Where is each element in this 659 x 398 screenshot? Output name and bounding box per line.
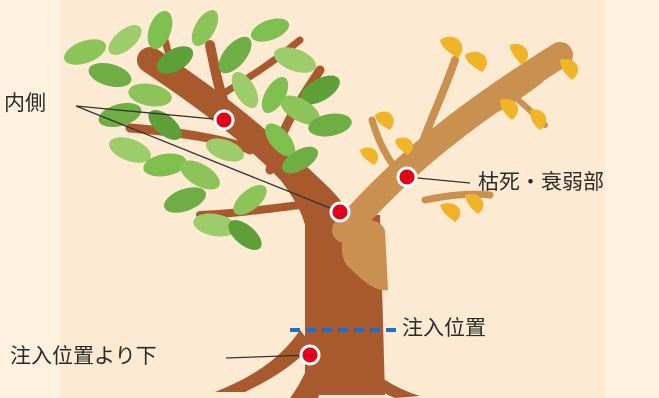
marker-below-injection <box>299 344 321 366</box>
marker-dead <box>396 166 418 188</box>
marker-inner-lower <box>329 201 351 223</box>
label-inner: 内側 <box>4 91 46 115</box>
healthy-leaves <box>63 9 352 250</box>
label-below-injection: 注入位置より下 <box>10 344 157 368</box>
dead-leaves <box>360 36 579 222</box>
leader-lines <box>75 105 471 359</box>
label-dead-weak: 枯死・衰弱部 <box>478 170 604 194</box>
marker-inner-upper <box>213 109 235 131</box>
label-injection-position: 注入位置 <box>402 316 486 340</box>
markers <box>213 109 418 366</box>
dead-bark-patch <box>341 220 388 291</box>
